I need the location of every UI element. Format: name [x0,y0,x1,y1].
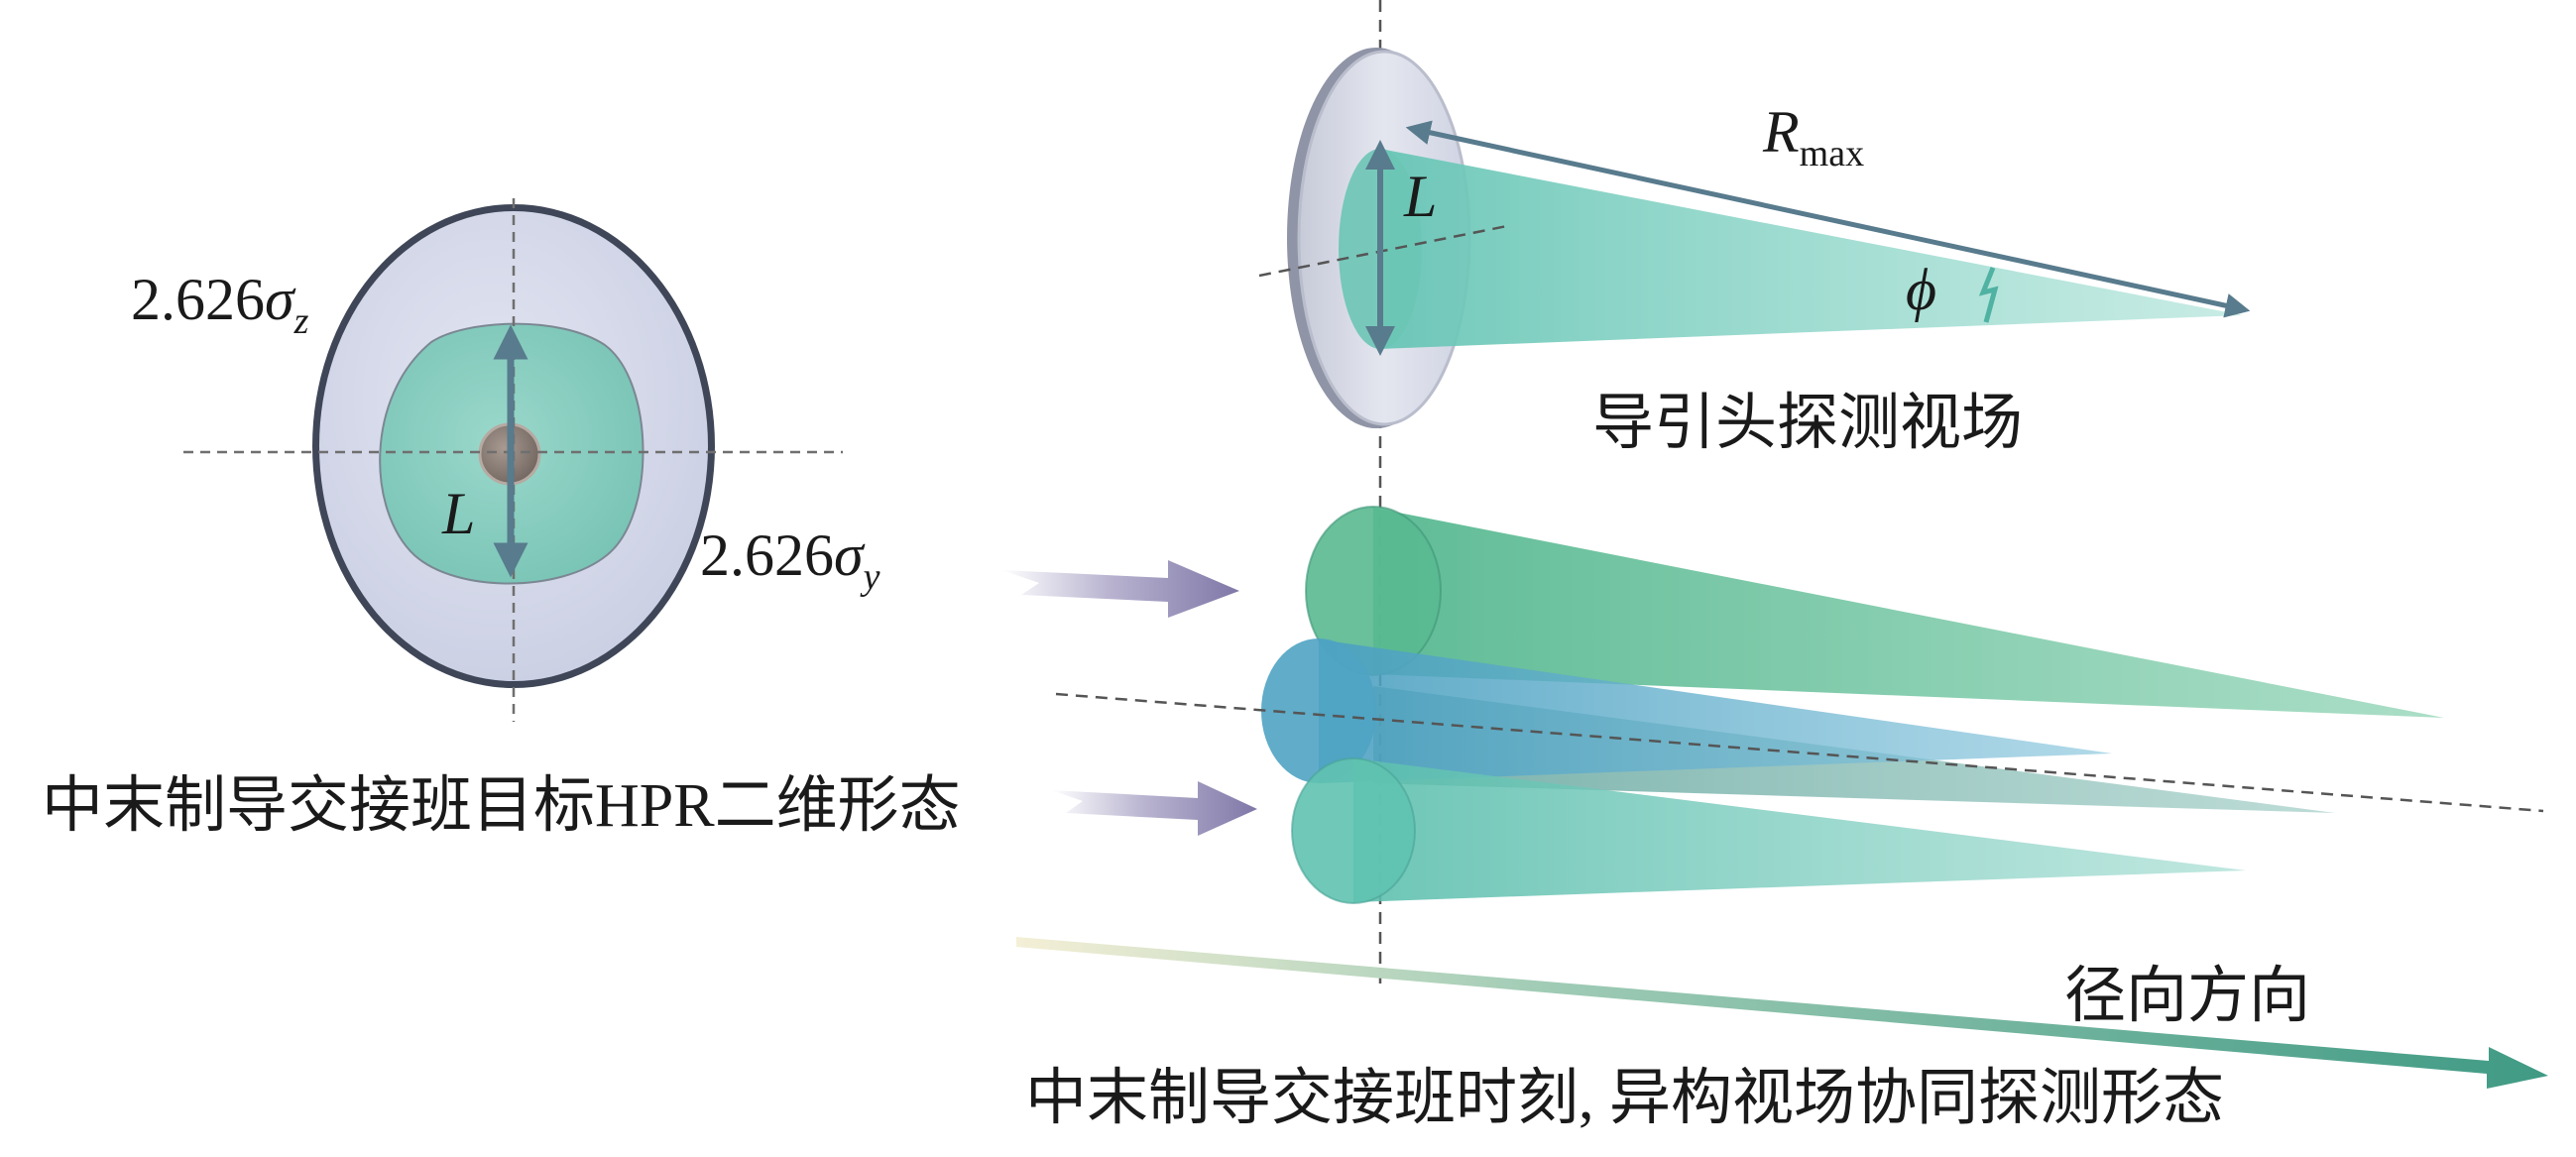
cooperative-dashed-axis [1055,692,2544,813]
label-sigma-y: 2.626σy [700,522,880,598]
cone-teal-lower [1353,758,2246,902]
cone-blue-base [1261,638,1376,783]
label-radial-direction: 径向方向 [2064,963,2310,1030]
angle-phi-marker [1978,267,1999,323]
cone-green-upper [1373,508,2444,718]
radial-direction-arrow [1016,937,2548,1089]
caption-target-hpr: 中末制导交接班目标HPR二维形态 [42,772,961,840]
target-hpr-ellipse-group: L 2.626σz 2.626σy 中末制导交接班目标HPR二维形态 [42,198,961,840]
caption-cooperative-detection: 中末制导交接班时刻, 异构视场协同探测形态 [1025,1065,2224,1132]
label-phi: ϕ [1906,257,1936,322]
range-arrow-Rmax [1405,120,2251,318]
seeker-fov-group: L Rmax ϕ 导引头探测视场 [1258,0,2251,991]
incoming-arrow-lower [1051,781,1257,836]
seeker-cone [1380,149,2243,349]
label-L-seeker: L [1403,164,1437,229]
cone-green-upper-base [1306,507,1441,675]
caption-seeker-fov: 导引头探测视场 [1592,390,2023,457]
label-Rmax: Rmax [1762,99,1864,174]
cone-teal-lower-rim [1291,757,1416,904]
incoming-arrow-upper [1001,560,1239,618]
label-sigma-z: 2.626σz [131,267,309,342]
cooperative-detection-group: 径向方向 中末制导交接班时刻, 异构视场协同探测形态 [1001,506,2548,1132]
cone-blue [1319,639,2112,783]
label-L-left: L [441,481,475,546]
cone-teal-lower-base [1292,758,1415,903]
